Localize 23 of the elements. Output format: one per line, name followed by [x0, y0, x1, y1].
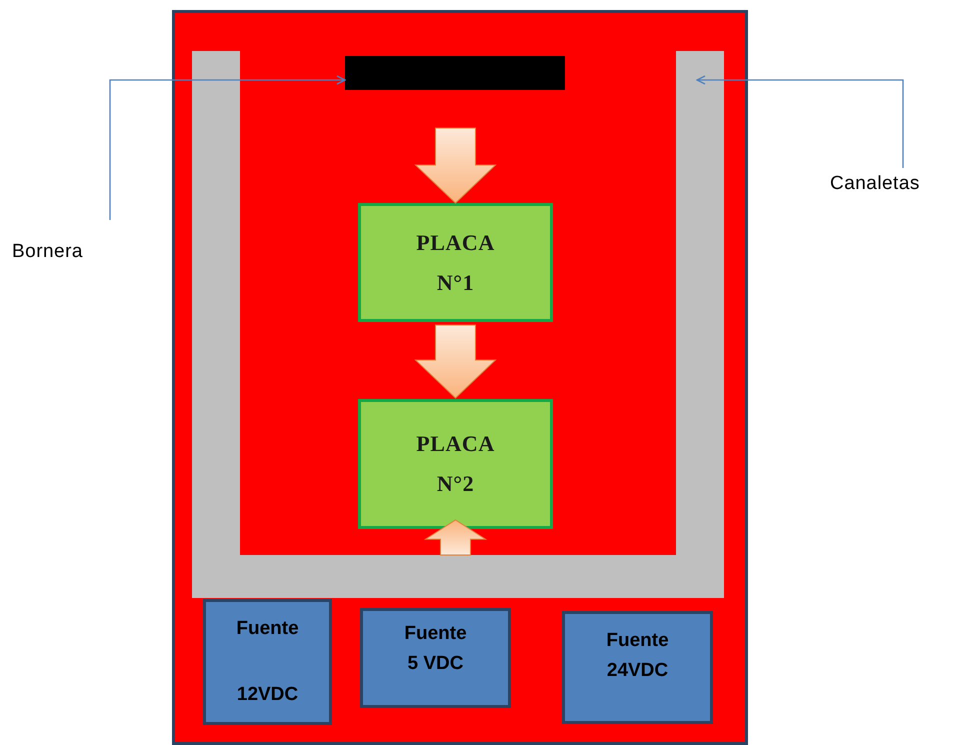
- callout-label-text: Bornera: [12, 240, 83, 264]
- leader-line: [109, 75, 346, 220]
- leader-line: [696, 75, 904, 168]
- supply-label: 5 VDC: [408, 652, 464, 676]
- supply-label: 12VDC: [236, 683, 298, 707]
- supply-label: Fuente: [606, 629, 669, 653]
- power-supply-box: [203, 599, 332, 725]
- callout-label-text: Canaletas: [830, 172, 920, 196]
- power-supply-box: [562, 611, 713, 724]
- board-box: [358, 399, 553, 529]
- power-supply-box: [360, 608, 511, 708]
- cable-duct: [192, 51, 724, 598]
- supply-label: Fuente: [236, 617, 299, 641]
- terminal-block-bar: [345, 56, 565, 90]
- cabinet-panel: [172, 10, 748, 745]
- board-label: PLACA N°1: [415, 228, 496, 296]
- supply-label: 24VDC: [606, 659, 668, 683]
- block-arrow: [414, 324, 497, 399]
- block-arrow: [424, 519, 488, 556]
- board-box: [358, 203, 553, 322]
- supply-label: Fuente: [404, 622, 467, 646]
- block-arrow: [414, 128, 497, 204]
- board-label: PLACA N°2: [415, 430, 496, 498]
